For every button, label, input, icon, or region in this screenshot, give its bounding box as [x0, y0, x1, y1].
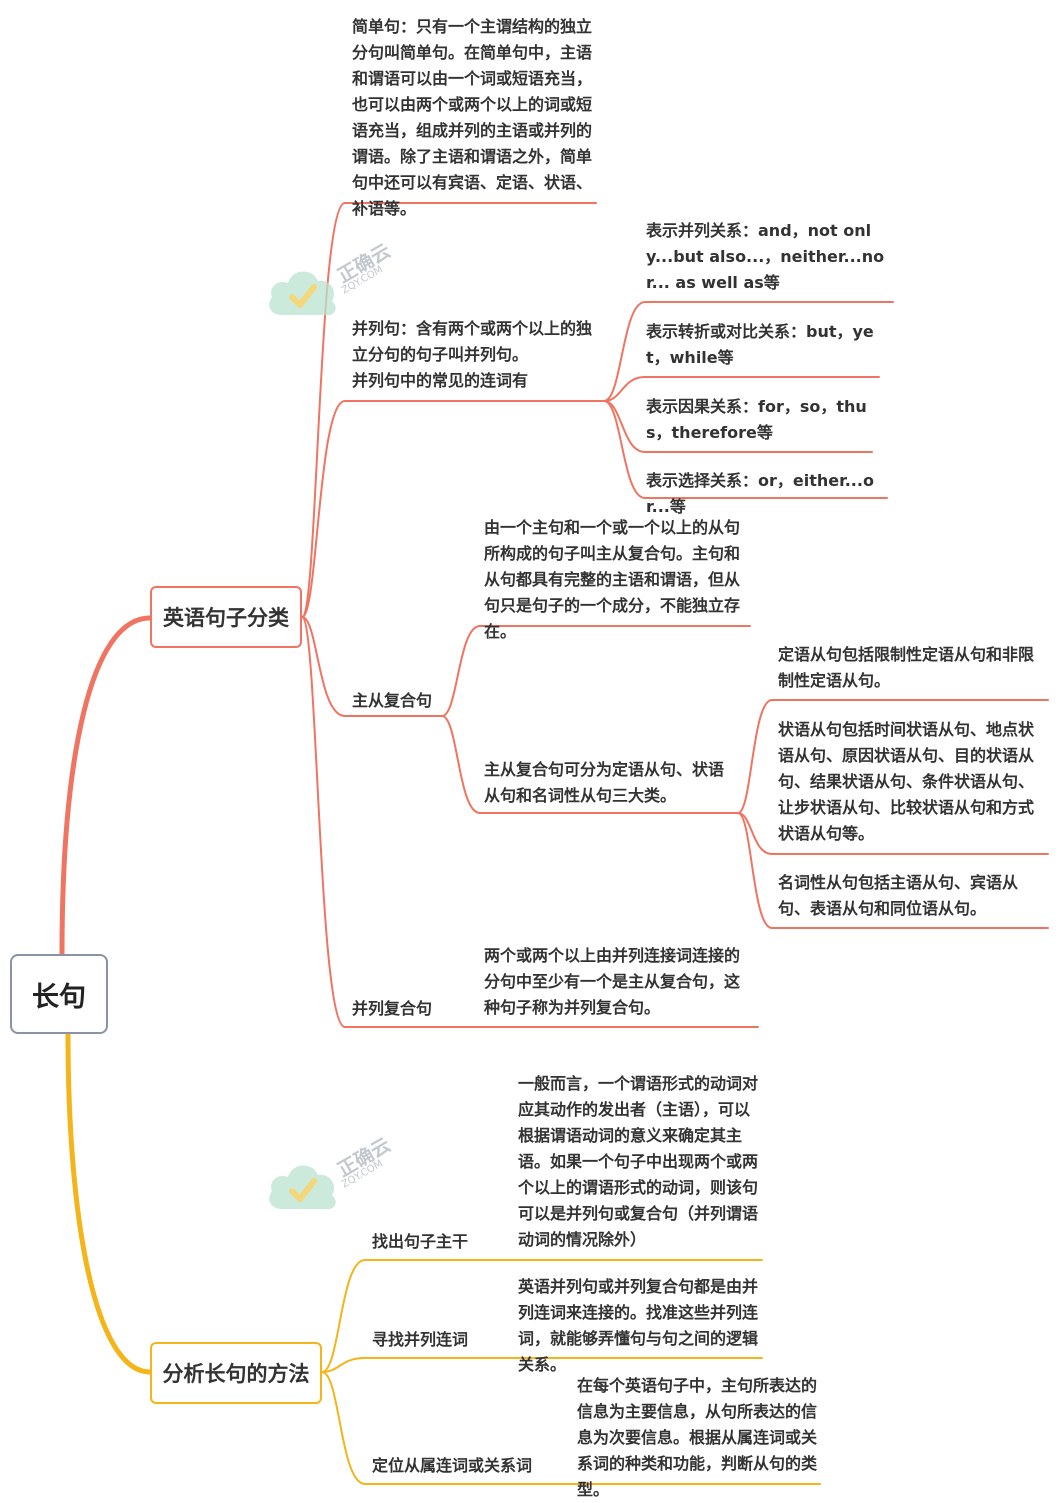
- link-b2-trunk: [321, 1259, 763, 1373]
- node-compound-sentence[interactable]: 并列句：含有两个或两个以上的独立分句的句子叫并列句。 并列句中的常见的连词有: [352, 316, 602, 394]
- link-root-branch1: [59, 615, 153, 957]
- node-locate-sub[interactable]: 定位从属连词或关系词: [372, 1456, 533, 1475]
- node-locate-sub-text[interactable]: 在每个英语句子中，主句所表达的信息为主要信息，从句所表达的信息为次要信息。根据从…: [577, 1376, 818, 1499]
- node-conj-coordinate[interactable]: 表示并列关系：and，not only...but also...，neithe…: [646, 221, 885, 292]
- watermark-top: 正确云 ZQY.COM: [262, 225, 422, 325]
- node-conj-cause[interactable]: 表示因果关系：for，so，thus，therefore等: [646, 397, 867, 442]
- node-conj-choice[interactable]: 表示选择关系：or，either...or...等: [646, 471, 874, 516]
- branch-analysis-methods[interactable]: 分析长句的方法: [150, 1342, 322, 1404]
- cloud-check-icon: [269, 271, 336, 316]
- node-complex-definition[interactable]: 由一个主句和一个或一个以上的从句所构成的句子叫主从复合句。主句和从句都具有完整的…: [484, 518, 741, 641]
- watermark-bottom: 正确云 ZQY.COM: [262, 1125, 422, 1225]
- node-compound-complex-sentence[interactable]: 并列复合句: [352, 999, 433, 1018]
- link-complex-def: [441, 625, 751, 717]
- root-node[interactable]: 长句: [10, 954, 108, 1034]
- node-complex-sentence[interactable]: 主从复合句: [352, 691, 433, 710]
- node-compound-complex-definition[interactable]: 两个或两个以上由并列连接词连接的分句中至少有一个是主从复合句，这种句子称为并列复…: [484, 946, 741, 1017]
- link-types-attr: [737, 699, 1049, 814]
- compound-label-line1: 并列句：含有两个或两个以上的独立分句的句子叫并列句。: [352, 319, 593, 364]
- link-compound-c2: [603, 376, 880, 402]
- node-adverbial-clause[interactable]: 状语从句包括时间状语从句、地点状语从句、原因状语从句、目的状语从句、结果状语从句…: [778, 720, 1035, 843]
- node-find-conj-text[interactable]: 英语并列句或并列复合句都是由并列连词来连接的。找准这些并列连词，就能够弄懂句与句…: [518, 1277, 759, 1374]
- compound-label-line2: 并列句中的常见的连词有: [352, 371, 529, 390]
- node-simple-sentence[interactable]: 简单句：只有一个主谓结构的独立分句叫简单句。在简单句中，主语和谓语可以由一个词或…: [352, 17, 593, 218]
- link-compound-c4: [603, 400, 888, 499]
- link-b2-sub: [321, 1371, 821, 1485]
- node-nominal-clause[interactable]: 名词性从句包括主语从句、宾语从句、表语从句和同位语从句。: [778, 873, 1019, 918]
- link-b1-simple: [301, 202, 597, 618]
- link-b1-complex: [301, 616, 443, 717]
- link-compound-c1: [603, 301, 894, 402]
- link-b1-compoundcomplex: [301, 616, 479, 1028]
- link-types-noun: [737, 812, 1049, 929]
- node-find-trunk[interactable]: 找出句子主干: [372, 1232, 469, 1251]
- link-b1-compound: [301, 400, 605, 618]
- node-attributive-clause[interactable]: 定语从句包括限制性定语从句和非限制性定语从句。: [778, 645, 1035, 690]
- node-conj-contrast[interactable]: 表示转折或对比关系：but，yet，while等: [646, 322, 874, 367]
- branch-sentence-types[interactable]: 英语句子分类: [150, 586, 302, 648]
- node-complex-types[interactable]: 主从复合句可分为定语从句、状语从句和名词性从句三大类。: [484, 760, 725, 805]
- cloud-check-icon: [269, 1165, 336, 1210]
- link-b2-conj: [321, 1357, 763, 1373]
- node-find-conj[interactable]: 寻找并列连词: [372, 1330, 469, 1349]
- link-root-branch2: [65, 1031, 153, 1375]
- node-find-trunk-text[interactable]: 一般而言，一个谓语形式的动词对应其动作的发出者（主语），可以根据谓语动词的意义来…: [518, 1074, 759, 1249]
- link-complex-types: [441, 715, 739, 814]
- link-types-adv: [737, 812, 1049, 855]
